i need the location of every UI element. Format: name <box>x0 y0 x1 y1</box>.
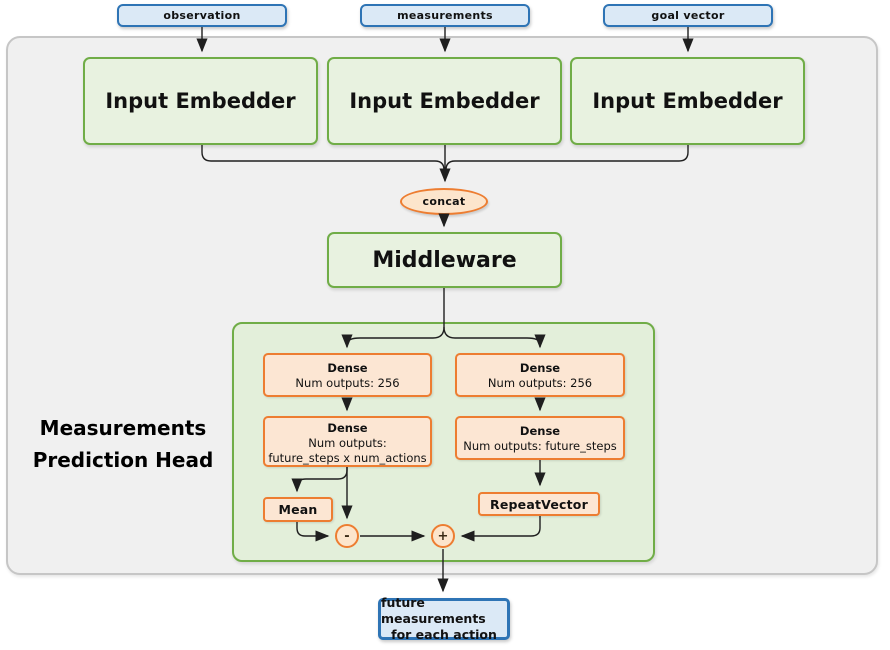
middleware-box: Middleware <box>327 232 562 288</box>
subtract-node: - <box>335 524 359 548</box>
dense-subtitle: Num outputs: 256 <box>295 376 400 390</box>
input-chip-measurements: measurements <box>360 4 530 27</box>
add-node: + <box>431 524 455 548</box>
dense-subtitle2: future_steps x num_actions <box>268 451 427 465</box>
prediction-head-title: Measurements Prediction Head <box>32 416 214 472</box>
concat-node: concat <box>400 188 488 215</box>
dense-subtitle: Num outputs: <box>308 436 387 450</box>
subtract-symbol: - <box>344 528 350 544</box>
output-label-line2: for each action <box>391 627 497 642</box>
input-chip-goal-vector: goal vector <box>603 4 773 27</box>
mean-box: Mean <box>263 497 333 522</box>
add-symbol: + <box>437 528 449 544</box>
dense-left-1: Dense Num outputs: 256 <box>263 353 432 397</box>
input-embedder-measurements: Input Embedder <box>327 57 562 145</box>
dense-right-1: Dense Num outputs: 256 <box>455 353 625 397</box>
dense-title: Dense <box>519 361 561 375</box>
repeat-vector-box: RepeatVector <box>478 492 600 516</box>
output-chip: future measurements for each action <box>378 595 510 642</box>
input-embedder-label: Input Embedder <box>349 89 540 113</box>
input-embedder-label: Input Embedder <box>592 89 783 113</box>
input-chip-measurements-label: measurements <box>397 9 493 22</box>
input-chip-goal-vector-label: goal vector <box>651 9 725 22</box>
input-embedder-observation: Input Embedder <box>83 57 318 145</box>
dense-subtitle: Num outputs: future_steps <box>463 439 617 453</box>
concat-label: concat <box>422 195 466 208</box>
dense-right-2: Dense Num outputs: future_steps <box>455 416 625 460</box>
mean-label: Mean <box>278 502 318 517</box>
input-chip-observation-label: observation <box>163 9 241 22</box>
input-chip-observation: observation <box>117 4 287 27</box>
dense-subtitle: Num outputs: 256 <box>487 376 593 390</box>
output-label-line1: future measurements <box>381 595 486 626</box>
dense-title: Dense <box>327 421 368 435</box>
input-embedder-label: Input Embedder <box>105 89 296 113</box>
middleware-label: Middleware <box>372 247 517 273</box>
repeat-vector-label: RepeatVector <box>490 496 588 512</box>
dense-title: Dense <box>327 361 368 375</box>
dense-left-2: Dense Num outputs: future_steps x num_ac… <box>263 416 432 467</box>
input-embedder-goal-vector: Input Embedder <box>570 57 805 145</box>
dense-title: Dense <box>519 424 561 438</box>
